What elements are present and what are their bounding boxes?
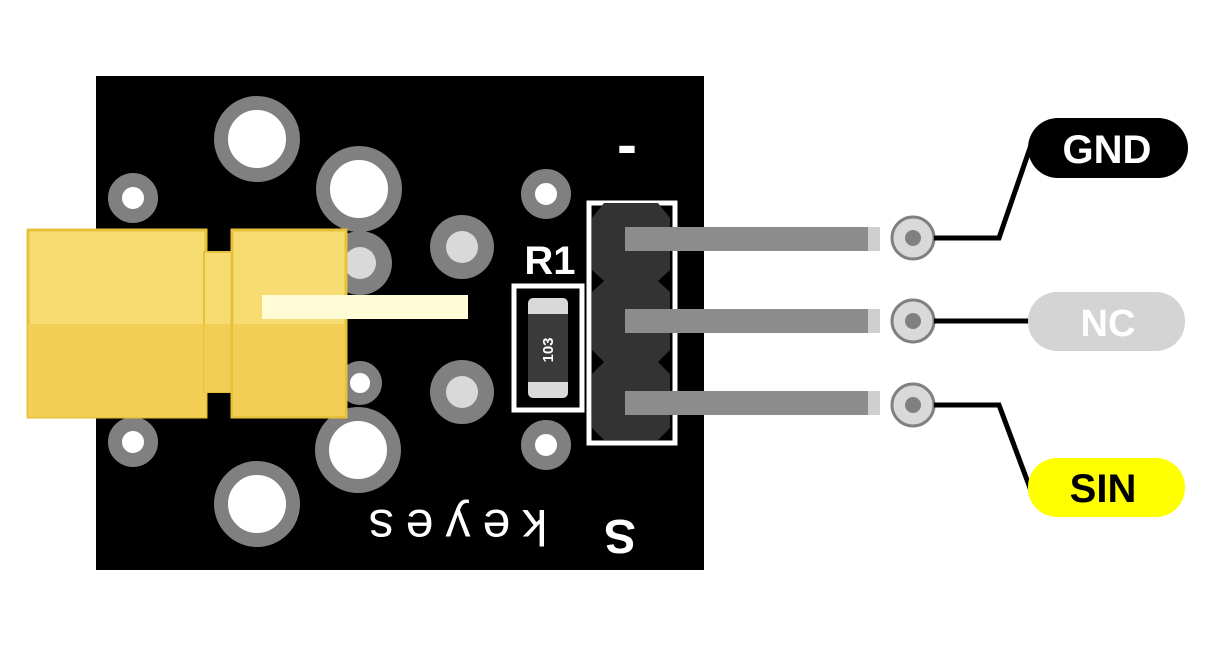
resistor-value: 103 [540, 337, 557, 362]
mounting-hole [316, 146, 402, 232]
connection-point-center [905, 397, 921, 413]
pin-nc-tip [868, 309, 880, 333]
pin-label-gnd: GND [1063, 128, 1152, 172]
resistor-designator: R1 [524, 239, 575, 283]
mounting-hole [214, 461, 300, 547]
ring-pad [521, 420, 571, 470]
solid-pad [446, 231, 478, 263]
minus-marker: - [617, 111, 637, 178]
connection-point-center [905, 313, 921, 329]
laser-body-front-shadow [233, 324, 345, 416]
connection-point-center [905, 230, 921, 246]
solid-pad [446, 376, 478, 408]
ring-pad [108, 173, 158, 223]
connection-points [890, 215, 936, 428]
resistor-center [528, 314, 568, 382]
pin-labels: GND NC SIN [1028, 118, 1188, 517]
pin-gnd [625, 227, 880, 251]
resistor-outline [511, 283, 585, 413]
brand-text: keyes [357, 499, 548, 555]
ring-pad [108, 417, 158, 467]
pin-label-badge-nc [1028, 292, 1185, 351]
pins [625, 227, 880, 415]
pin-label-badge-sin [1028, 458, 1185, 517]
pin-sin-tip [868, 391, 880, 415]
pin-gnd-tip [868, 227, 880, 251]
mounting-hole [214, 96, 300, 182]
mounting-holes [214, 96, 402, 547]
laser-emitter [26, 228, 468, 419]
pin-label-nc: NC [1081, 303, 1136, 345]
ring-pad [338, 361, 382, 405]
pin-sin [625, 391, 880, 415]
ring-pad [521, 169, 571, 219]
pin-label-badge-gnd [1028, 118, 1188, 178]
pin-label-sin: SIN [1070, 467, 1137, 511]
signal-marker: S [604, 509, 636, 562]
laser-beam [262, 295, 468, 319]
resistor: R1 103 [511, 239, 585, 413]
pin-nc [625, 309, 880, 333]
mounting-hole [315, 407, 401, 493]
solid-pad [344, 247, 376, 279]
laser-body-mid [28, 324, 206, 417]
